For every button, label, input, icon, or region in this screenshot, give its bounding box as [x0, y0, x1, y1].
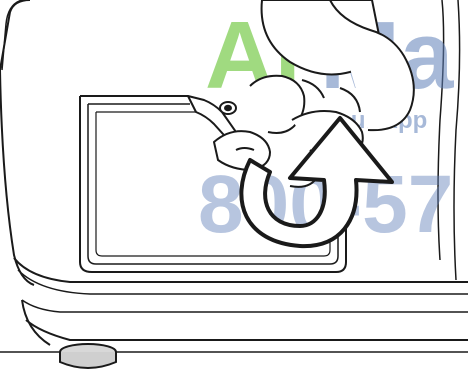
leveling-foot-icon: [60, 344, 116, 368]
